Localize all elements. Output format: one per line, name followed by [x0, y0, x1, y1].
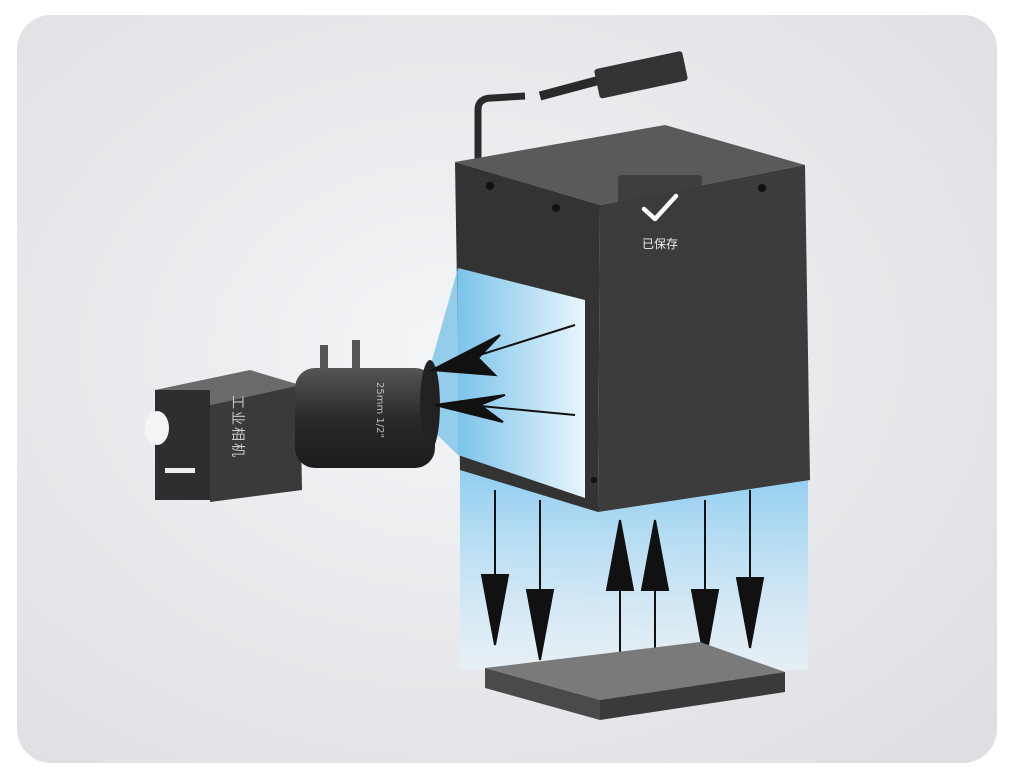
- usb-cable: [474, 51, 688, 162]
- saved-toast: 已保存: [618, 175, 702, 262]
- coaxial-light-housing: [455, 125, 810, 512]
- lens-label: 25mm 1/2": [374, 382, 385, 439]
- toast-message: 已保存: [641, 237, 678, 251]
- sample-plate: [485, 642, 785, 720]
- checkmark-icon: [641, 193, 679, 222]
- industrial-camera: [145, 340, 440, 502]
- light-arrows: [428, 324, 765, 665]
- camera-label: 工业相机: [229, 395, 245, 459]
